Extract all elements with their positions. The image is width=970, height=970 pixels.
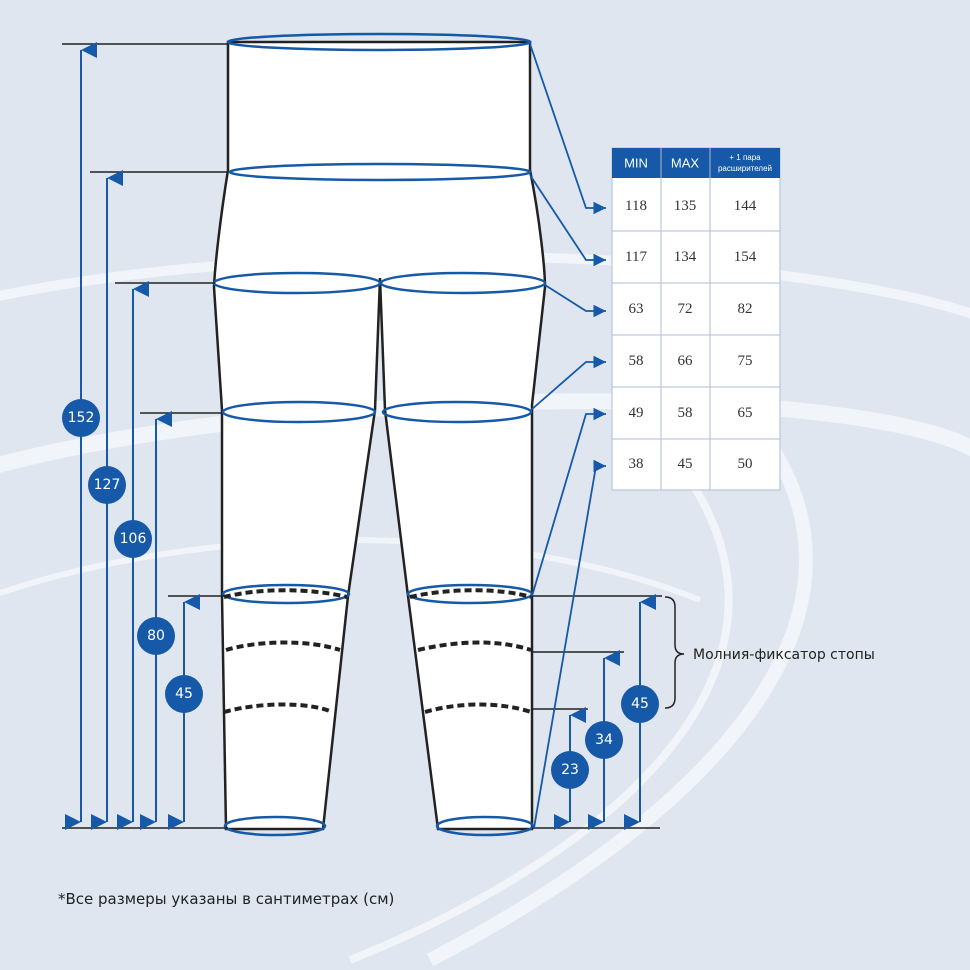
table-cell: 154 xyxy=(734,249,757,265)
table-connectors xyxy=(529,43,606,829)
table-header-min: MIN xyxy=(624,156,648,171)
zipper-bracket xyxy=(664,596,685,709)
table-cell: 144 xyxy=(734,198,757,214)
measure-badge-127: 127 xyxy=(88,466,126,504)
table-cell: 38 xyxy=(629,456,644,472)
measure-value: 80 xyxy=(147,628,165,644)
table-row: 58 66 75 xyxy=(629,353,753,369)
size-table: MIN MAX + 1 пара расширителей 118 135 14… xyxy=(611,147,781,491)
measure-badge-80: 80 xyxy=(137,617,175,655)
measure-value: 45 xyxy=(175,686,193,702)
measure-value: 45 xyxy=(631,696,649,712)
table-cell: 63 xyxy=(629,301,644,317)
table-cell: 135 xyxy=(674,198,697,214)
table-cell: 66 xyxy=(678,353,694,369)
table-cell: 118 xyxy=(625,198,647,214)
table-cell: 117 xyxy=(625,249,647,265)
measure-badge-152: 152 xyxy=(62,399,100,437)
measure-value: 152 xyxy=(68,410,95,426)
table-cell: 58 xyxy=(678,405,693,421)
table-cell: 58 xyxy=(629,353,644,369)
table-cell: 45 xyxy=(678,456,693,472)
table-cell: 72 xyxy=(678,301,693,317)
table-row: 38 45 50 xyxy=(629,456,753,472)
left-measure-badges: 152 127 106 80 45 xyxy=(62,399,203,713)
zipper-dashes xyxy=(223,588,532,714)
table-header-max: MAX xyxy=(671,156,700,171)
right-measure-badges: 45 34 23 xyxy=(551,685,659,789)
measure-badge-23: 23 xyxy=(551,751,589,789)
table-row: 63 72 82 xyxy=(629,301,753,317)
table-cell: 75 xyxy=(738,353,753,369)
table-header-extra-1: + 1 пара xyxy=(729,153,761,162)
measure-value: 23 xyxy=(561,762,579,778)
table-cell: 50 xyxy=(738,456,753,472)
measure-value: 34 xyxy=(595,732,613,748)
measure-badge-45-right: 45 xyxy=(621,685,659,723)
table-cell: 134 xyxy=(674,249,697,265)
footnote: *Все размеры указаны в сантиметрах (см) xyxy=(58,890,394,908)
table-header-extra-2: расширителей xyxy=(718,164,772,173)
table-cell: 65 xyxy=(738,405,753,421)
measure-badge-106: 106 xyxy=(114,520,152,558)
measure-value: 127 xyxy=(94,477,121,493)
table-row: 117 134 154 xyxy=(625,249,757,265)
table-row: 49 58 65 xyxy=(629,405,753,421)
measure-badge-45-left: 45 xyxy=(165,675,203,713)
table-cell: 49 xyxy=(629,405,644,421)
trousers-outline xyxy=(212,40,547,831)
measure-badge-34: 34 xyxy=(585,721,623,759)
table-cell: 82 xyxy=(738,301,753,317)
table-row: 118 135 144 xyxy=(625,198,757,214)
measure-value: 106 xyxy=(120,531,147,547)
zipper-label: Молния-фиксатор стопы xyxy=(693,647,875,663)
circumference-ellipses xyxy=(212,32,547,837)
